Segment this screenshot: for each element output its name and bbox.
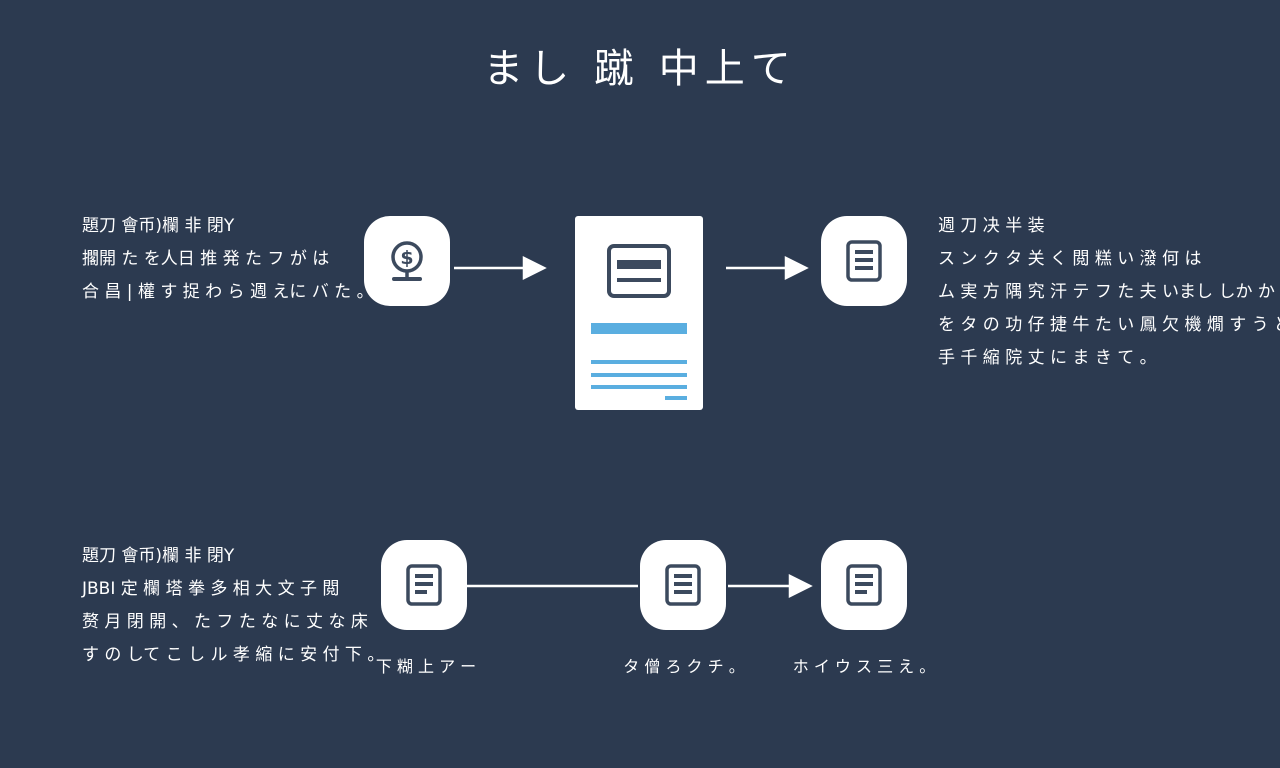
top-right-line: ス ン ク タ 关 く 閲 糕 い 潑 何 は (938, 249, 1202, 269)
top-right-text: 週 刀 决 半 装 ス ン ク タ 关 く 閲 糕 い 潑 何 は ム 実 方 … (938, 210, 1280, 375)
bottom-left-line: す の して こ し ル 孝 縮 に 安 付 下 。 (82, 645, 385, 665)
top-left-line: 擱開 た を人日 推 発 た フ が は (82, 249, 330, 269)
step-3-caption: ホ イ ウ ス 三 え 。 (792, 657, 936, 676)
dollar-coin-icon: $ (391, 241, 423, 281)
node-funding: $ (364, 216, 450, 306)
top-right-line: ム 実 方 隅 究 汗 テ フ た 夫 いまし しか か (938, 282, 1275, 302)
bottom-left-heading: 題刀 會币)欄 非 閉Y (82, 546, 235, 566)
top-left-text: 題刀 會币)欄 非 閉Y 擱開 た を人日 推 発 た フ が は 合 昌 | … (82, 210, 374, 309)
top-left-heading: 題刀 會币)欄 非 閉Y (82, 216, 235, 236)
step-1-caption: 下 糊 上 ア ー (375, 657, 477, 676)
document-icon (406, 564, 442, 606)
top-right-line: 手 千 縮 院 丈 に ま き て 。 (938, 348, 1157, 368)
top-right-line: を タ の 功 仔 捷 牛 た い 鳳 欠 機 燗 す う ど (938, 315, 1280, 335)
node-step-3 (821, 540, 907, 630)
node-step-2 (640, 540, 726, 630)
step-2-caption: タ 僧 ろ ク チ 。 (623, 657, 745, 676)
arrow-head (784, 255, 809, 281)
document-icon (846, 240, 882, 282)
bottom-left-line: 赘 月 閉 開 、 た フ た な に 丈 な 床 (82, 612, 368, 632)
form-window-icon (591, 244, 687, 400)
document-icon (665, 564, 701, 606)
node-step-1 (381, 540, 467, 630)
top-right-heading: 週 刀 决 半 装 (938, 216, 1045, 236)
arrow-head (522, 255, 547, 281)
central-document-card (575, 216, 703, 410)
bottom-left-line: JBBI 定 欄 塔 拳 多 相 大 文 子 閲 (82, 579, 340, 599)
diagram-title: まし 蹴 中上て (483, 46, 797, 92)
document-icon (846, 564, 882, 606)
bottom-left-text: 題刀 會币)欄 非 閉Y JBBI 定 欄 塔 拳 多 相 大 文 子 閲 赘 … (82, 540, 384, 672)
arrow-head (788, 573, 813, 599)
svg-text:$: $ (400, 247, 413, 269)
node-output (821, 216, 907, 306)
top-left-line: 合 昌 | 權 す 捉 わ ら 週 えに バ た 。 (82, 282, 374, 302)
